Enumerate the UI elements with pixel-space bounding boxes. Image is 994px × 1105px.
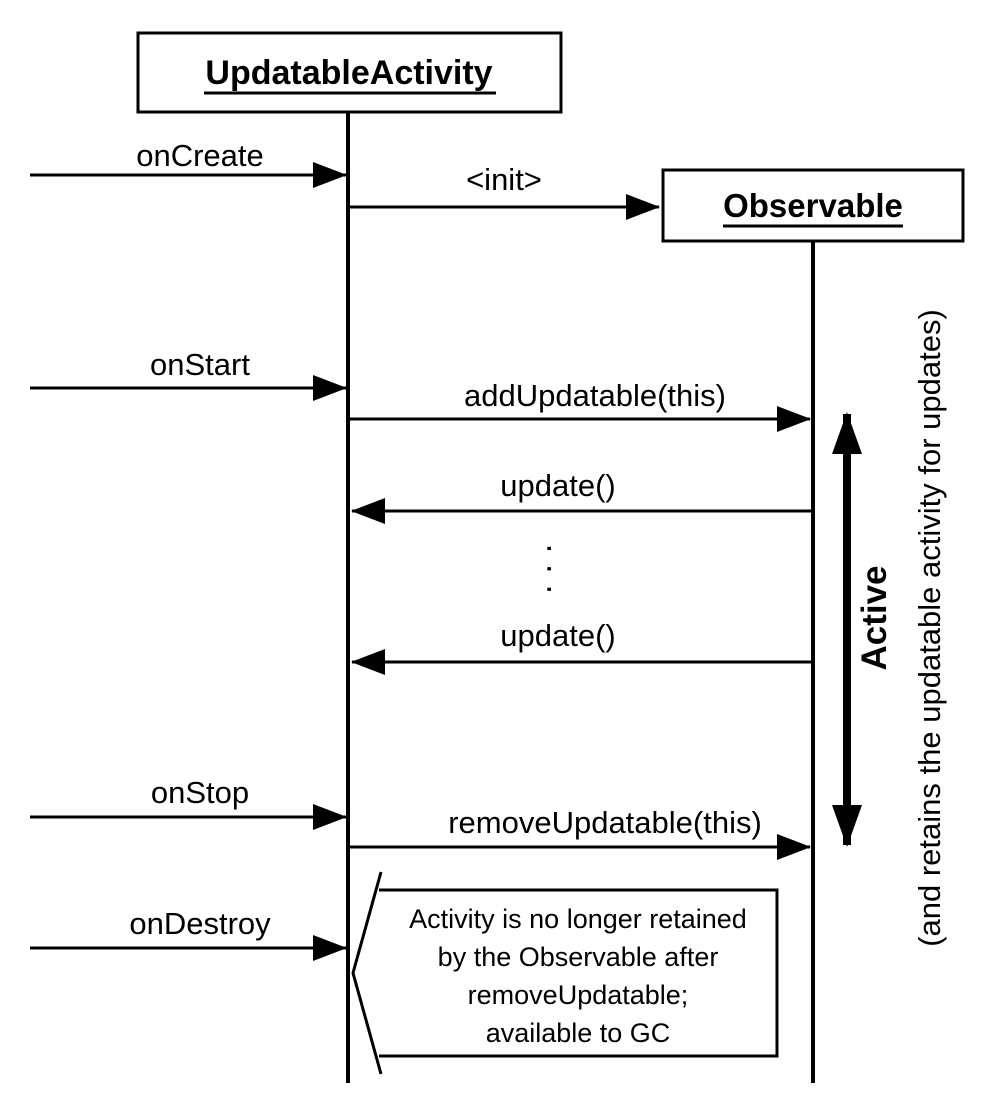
gc-note-line-4: available to GC <box>486 1018 671 1048</box>
actor-label-observable: Observable <box>723 187 903 224</box>
gc-note-chevron <box>351 871 383 1075</box>
active-label: Active <box>855 565 894 670</box>
active-note-rotated: (and retains the updatable activity for … <box>912 309 947 947</box>
message-label-addupdatable: addUpdatable(this) <box>464 378 726 413</box>
message-label-update-second: update() <box>500 618 615 653</box>
message-label-update-first: update() <box>500 468 615 503</box>
message-label-removeupdatable: removeUpdatable(this) <box>448 805 762 840</box>
gc-note-line-1: Activity is no longer retained <box>409 904 747 934</box>
message-label-onstop: onStop <box>151 775 249 810</box>
actor-box-updatable-activity <box>136 31 563 114</box>
actor-box-observable <box>661 168 965 243</box>
actor-label-updatable-activity: UpdatableActivity <box>205 54 492 92</box>
message-label-ondestroy: onDestroy <box>129 906 271 941</box>
message-label-oncreate: onCreate <box>136 138 264 173</box>
ellipsis-dots: ... <box>521 533 559 594</box>
gc-note-line-2: by the Observable after <box>438 942 719 972</box>
message-label-init: <init> <box>466 162 542 197</box>
gc-note-line-3: removeUpdatable; <box>468 980 689 1010</box>
message-label-onstart: onStart <box>150 347 250 382</box>
gc-note-box <box>379 888 779 1058</box>
